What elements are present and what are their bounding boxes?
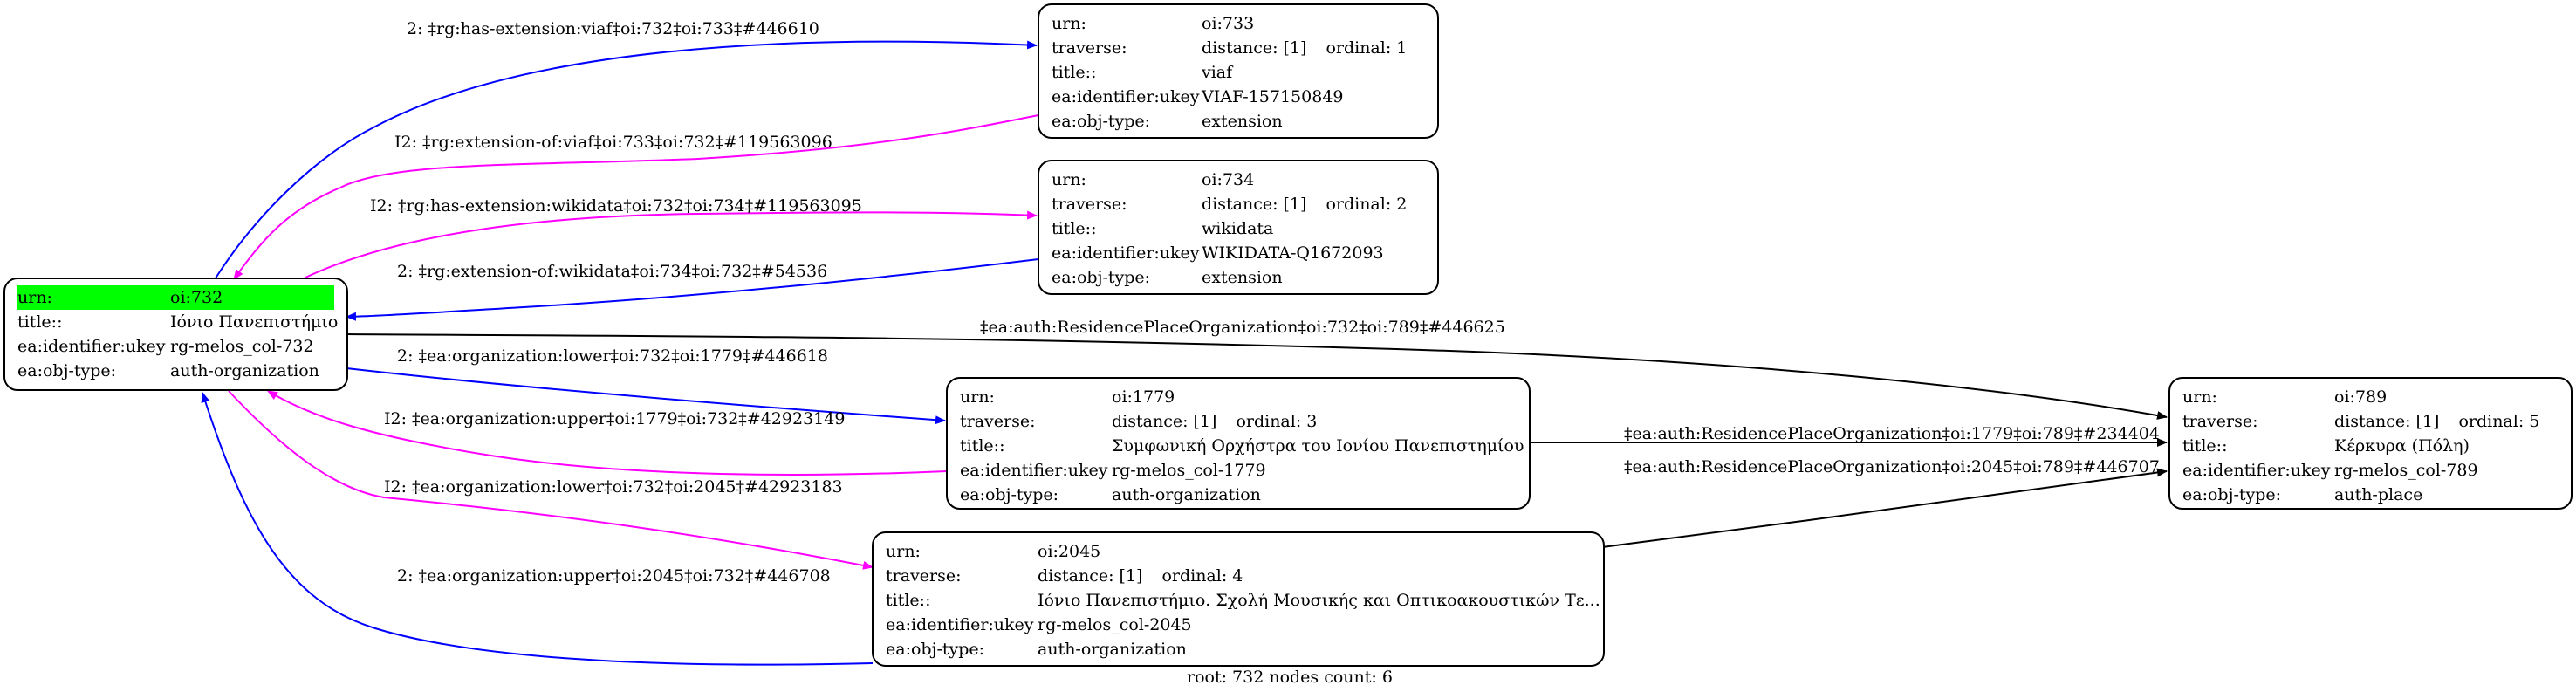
node-row-urn: urn:oi:733 bbox=[1052, 14, 1255, 33]
node-oi-734[interactable]: urn:oi:734 traverse:distance: [1]ordinal… bbox=[1038, 160, 1439, 295]
edge-label-732-733: 2: ‡rg:has-extension:viaf‡oi:732‡oi:733‡… bbox=[407, 19, 819, 38]
node-row-urn: urn:oi:732 bbox=[17, 285, 334, 310]
edge-label-1779-732: I2: ‡ea:organization:upper‡oi:1779‡oi:73… bbox=[384, 409, 846, 428]
edge-label-734-732: 2: ‡rg:extension-of:wikidata‡oi:734‡oi:7… bbox=[397, 262, 828, 281]
node-oi-1779[interactable]: urn:oi:1779 traverse:distance: [1]ordina… bbox=[946, 377, 1531, 510]
graph-footer-caption: root: 732 nodes count: 6 bbox=[1187, 668, 1393, 687]
edge-label-733-732: I2: ‡rg:extension-of:viaf‡oi:733‡oi:732‡… bbox=[394, 133, 832, 152]
node-row-title: title::Ιόνιο Πανεπιστήμιο. Σχολή Μουσική… bbox=[886, 591, 1600, 610]
edge-label-732-789: ‡ea:auth:ResidencePlaceOrganization‡oi:7… bbox=[980, 318, 1505, 337]
node-row-traverse: traverse:distance: [1]ordinal: 1 bbox=[1052, 38, 1408, 58]
node-oi-789[interactable]: urn:oi:789 traverse:distance: [1]ordinal… bbox=[2168, 377, 2573, 510]
edge-label-732-2045: I2: ‡ea:organization:lower‡oi:732‡oi:204… bbox=[384, 477, 843, 497]
node-row-obj-type: ea:obj-type:auth-organization bbox=[960, 485, 1261, 504]
node-row-urn: urn:oi:1779 bbox=[960, 387, 1175, 407]
edge-1779-732 bbox=[267, 390, 948, 476]
node-oi-733[interactable]: urn:oi:733 traverse:distance: [1]ordinal… bbox=[1038, 3, 1439, 139]
node-row-obj-type: ea:obj-type:auth-organization bbox=[17, 361, 319, 380]
node-row-urn: urn:oi:789 bbox=[2182, 387, 2388, 407]
edge-label-732-734: I2: ‡rg:has-extension:wikidata‡oi:732‡oi… bbox=[370, 196, 862, 216]
node-row-traverse: traverse:distance: [1]ordinal: 5 bbox=[2182, 412, 2540, 431]
edge-734-732 bbox=[346, 258, 1039, 321]
node-row-obj-type: ea:obj-type:extension bbox=[1052, 112, 1283, 131]
node-row-title: title::viaf bbox=[1052, 63, 1233, 82]
node-row-title: title::wikidata bbox=[1052, 219, 1274, 238]
node-row-obj-type: ea:obj-type:auth-organization bbox=[886, 640, 1187, 659]
node-row-traverse: traverse:distance: [1]ordinal: 4 bbox=[886, 566, 1243, 586]
edge-732-734 bbox=[305, 210, 1038, 278]
edge-label-1779-789: ‡ea:auth:ResidencePlaceOrganization‡oi:1… bbox=[1624, 424, 2160, 443]
edge-2045-732 bbox=[201, 392, 874, 666]
node-row-title: title::Ιόνιο Πανεπιστήμιο bbox=[17, 312, 339, 332]
node-oi-732[interactable]: urn:oi:732 title::Ιόνιο Πανεπιστήμιο ea:… bbox=[3, 278, 348, 391]
node-row-obj-type: ea:obj-type:auth-place bbox=[2182, 485, 2423, 504]
node-oi-2045[interactable]: urn:oi:2045 traverse:distance: [1]ordina… bbox=[872, 531, 1605, 667]
edge-label-2045-789: ‡ea:auth:ResidencePlaceOrganization‡oi:2… bbox=[1624, 457, 2160, 476]
node-row-title: title::Συμφωνική Ορχήστρα του Ιονίου Παν… bbox=[960, 436, 1524, 456]
edge-label-2045-732: 2: ‡ea:organization:upper‡oi:2045‡oi:732… bbox=[397, 566, 831, 586]
edge-732-1779 bbox=[346, 367, 946, 425]
edge-label-732-1779: 2: ‡ea:organization:lower‡oi:732‡oi:1779… bbox=[397, 346, 828, 366]
edge-732-733 bbox=[213, 40, 1038, 282]
edge-733-732 bbox=[233, 114, 1039, 280]
node-row-title: title::Κέρκυρα (Πόλη) bbox=[2182, 436, 2470, 456]
node-row-obj-type: ea:obj-type:extension bbox=[1052, 268, 1283, 287]
node-row-traverse: traverse:distance: [1]ordinal: 2 bbox=[1052, 195, 1408, 214]
node-row-urn: urn:oi:2045 bbox=[886, 542, 1101, 561]
edge-2045-789 bbox=[1601, 468, 2168, 548]
node-row-urn: urn:oi:734 bbox=[1052, 170, 1255, 189]
edge-732-789 bbox=[346, 333, 2168, 420]
node-row-traverse: traverse:distance: [1]ordinal: 3 bbox=[960, 412, 1318, 431]
edge-732-2045 bbox=[228, 390, 874, 570]
